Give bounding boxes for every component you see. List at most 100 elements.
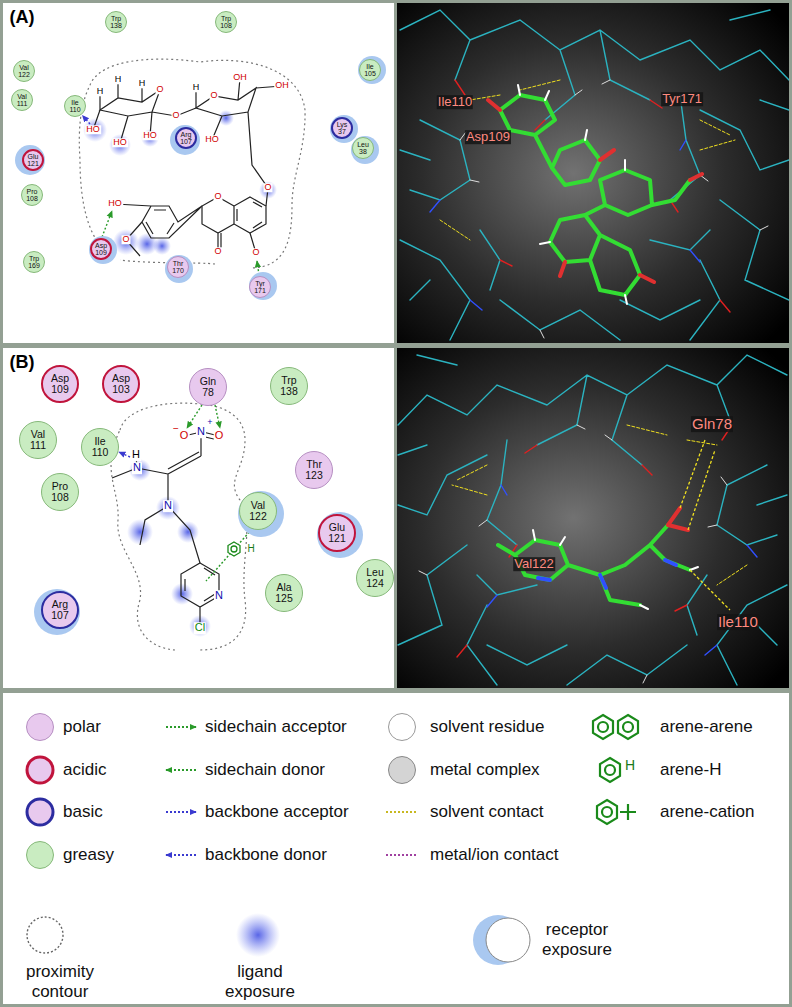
legend-text: arene-H: [660, 760, 721, 780]
residue-circle: Arg 107: [175, 127, 197, 149]
atom-label: H: [131, 449, 141, 461]
interaction-lines: [206, 529, 252, 581]
residue-label: Trp 138: [275, 375, 303, 397]
protein-sticks: [460, 80, 768, 338]
legend-text: greasy: [63, 845, 114, 865]
residue-circle: Thr 123: [295, 451, 333, 489]
ligand-exposure: [127, 519, 153, 545]
legend-icons: [236, 913, 280, 957]
residue-circle: Trp 169: [23, 251, 45, 273]
residue-label: Ile 110: [86, 436, 114, 458]
interaction-lines: [83, 116, 260, 582]
residue-circle: Val 111: [19, 421, 57, 459]
residue-label: Asp 109: [94, 242, 108, 257]
panel-frames: [3, 693, 789, 1004]
residue-3d-label: Ile110: [717, 614, 759, 630]
legend-text: arene-arene: [660, 717, 753, 737]
render-3d-b: [398, 355, 787, 685]
legend-text: proximity contour: [18, 962, 102, 1001]
legend-swatch: [26, 713, 54, 741]
ligand-exposure: [218, 110, 234, 126]
ligand-exposure: [177, 521, 199, 543]
legend-icons: [166, 726, 196, 728]
residue-label: Thr 123: [300, 459, 328, 481]
residue-circle: Leu 124: [356, 559, 394, 597]
interaction-lines: [83, 116, 91, 125]
residue-label: Trp 169: [27, 255, 41, 270]
ligand-exposure: [83, 118, 107, 142]
legend-icon-label: H: [624, 758, 636, 773]
residue-label: Leu 38: [356, 141, 370, 156]
residue-circle: Trp 108: [215, 11, 237, 33]
legend-icons: [623, 722, 633, 732]
residue-label: Glu 121: [26, 153, 40, 168]
atom-label: HO: [142, 131, 158, 140]
atom-label: O: [263, 183, 272, 192]
residue-label: Val 111: [15, 93, 29, 108]
legend-text: backbone donor: [205, 845, 327, 865]
legend-text: solvent residue: [430, 717, 544, 737]
atom-label: N: [214, 590, 224, 602]
legend-icons: [27, 715, 638, 965]
interaction-lines: [215, 405, 220, 428]
ligand-exposure: [141, 129, 159, 147]
residue-label: Arg 107: [179, 131, 193, 146]
residue-circle: Val 122: [13, 60, 35, 82]
legend-icons: [605, 765, 615, 775]
ligand-sticks: [500, 95, 690, 295]
legend-text: sidechain acceptor: [205, 717, 347, 737]
ligand-bonds: [112, 432, 219, 563]
residue-label: Asp 109: [46, 373, 74, 395]
atom-label: OH: [274, 81, 290, 90]
ligand-sticks: [518, 85, 627, 304]
atom-label: H: [138, 79, 147, 88]
atom-label: HO: [107, 199, 123, 208]
ligand-sticks: [498, 508, 698, 609]
legend-icons: [27, 917, 63, 953]
legend-text: metal complex: [430, 760, 540, 780]
legend-text: solvent contact: [430, 802, 543, 822]
residue-label: Arg 107: [46, 599, 74, 621]
ligand-sticks: [533, 530, 698, 609]
panel-frames: [397, 3, 789, 343]
atom-label: HO: [204, 135, 220, 144]
atom-label: N: [132, 462, 142, 474]
render-3d-b: [398, 355, 787, 685]
residue-circle: Thr 170: [167, 256, 189, 278]
legend-text: receptor exposure: [535, 920, 619, 959]
charge-label: +: [206, 418, 213, 427]
residue-circle: Ala 125: [265, 574, 303, 612]
arene-h-symbol: [228, 542, 240, 556]
residue-circle: Ile 110: [64, 95, 86, 117]
atom-label: HO: [112, 138, 128, 147]
residue-circle: Pro 108: [21, 184, 43, 206]
residue-label: Val 111: [24, 429, 52, 451]
atom-label: H: [114, 75, 123, 84]
ligand-sticks: [538, 560, 676, 588]
legend-icons: [593, 715, 613, 739]
legend-text: basic: [63, 802, 103, 822]
atom-label: H: [192, 83, 201, 92]
residue-3d-label: Ile110: [437, 95, 473, 109]
residue-label: Tyr 171: [253, 280, 267, 295]
residue-circle: Trp 138: [105, 11, 127, 33]
residue-circle: Tyr 171: [249, 276, 271, 298]
atom-label: O: [171, 111, 180, 120]
legend-swatch: [26, 841, 54, 869]
residue-circle: Trp 138: [270, 367, 308, 405]
legend-icons: [486, 918, 530, 962]
ligand-exposure: [259, 181, 277, 199]
residue-3d-label: Asp109: [465, 130, 511, 144]
legend-icons: [618, 715, 638, 739]
ligand-bonds: [196, 78, 282, 206]
residue-circle: Glu 121: [318, 514, 356, 552]
interaction-lines: [119, 452, 130, 457]
panel-frames: [3, 3, 394, 343]
residue-circle: Asp 109: [90, 238, 112, 260]
residue-label: Glu 121: [323, 522, 351, 544]
ligand-bonds: [234, 197, 266, 233]
